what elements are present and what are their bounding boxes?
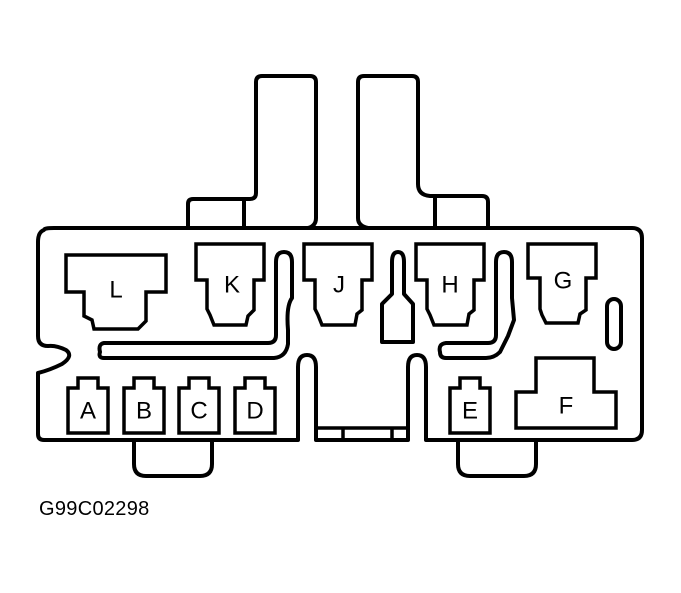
terminal-D: D [233,376,277,435]
terminal-C: C [177,376,221,435]
top-latch-right [356,74,490,230]
terminal-A: A [66,376,110,435]
figure-id-caption: G99C02298 [39,498,150,520]
bottom-foot-right [456,438,538,478]
terminal-H: H [414,242,486,327]
terminal-F: F [514,356,618,430]
terminal-K: K [194,242,266,327]
svg-text:H: H [441,272,458,299]
svg-text:L: L [109,277,122,304]
svg-text:D: D [246,398,263,425]
svg-text:G: G [554,268,573,295]
terminal-L: L [64,253,168,331]
svg-text:F: F [559,393,574,420]
svg-text:C: C [190,398,207,425]
key-blade-center [380,250,415,344]
svg-text:K: K [224,272,240,299]
svg-text:J: J [333,272,345,299]
svg-text:E: E [462,398,478,425]
bottom-foot-left [132,438,214,478]
terminal-E: E [448,376,492,435]
top-latch-left [186,74,318,230]
key-rib-left [97,250,294,360]
key-rib-right [437,250,516,360]
terminal-B: B [122,376,166,435]
center-slot-bars [316,426,408,440]
connector-body [36,226,644,442]
terminal-G: G [526,242,598,325]
terminal-J: J [302,242,374,327]
svg-text:B: B [136,398,152,425]
slot-oval-right [605,297,623,351]
svg-text:A: A [80,398,96,425]
